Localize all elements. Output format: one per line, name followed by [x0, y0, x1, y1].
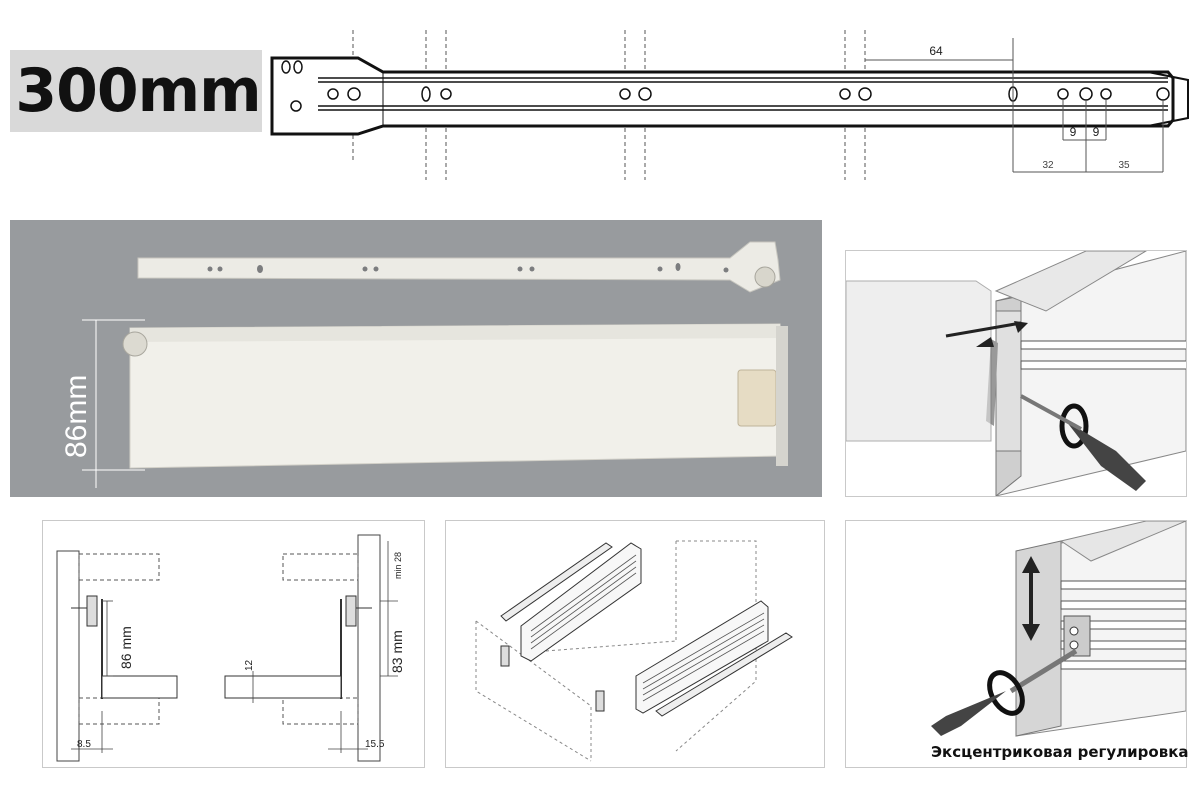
height-adjust-illustration: [931, 520, 1187, 737]
length-title: 300mm: [15, 56, 261, 126]
dim-8-5: 8.5: [77, 739, 91, 750]
runner-technical-drawing: 64 9 9 32 35: [270, 30, 1189, 180]
title-background: [10, 50, 262, 132]
side-adjust-panel: [845, 250, 1192, 498]
height-label: 86mm: [60, 375, 93, 458]
runner-photo: [137, 241, 781, 293]
dim-min-28: min 28: [393, 552, 403, 579]
assembly-panel: [445, 520, 825, 768]
dim-35: 35: [1118, 160, 1130, 171]
dim-15-5: 15.5: [365, 739, 385, 750]
section-drawing-panel: 86 mm 83 mm min 28 12 8.5 15.5: [42, 520, 425, 768]
dim-83mm: 83 mm: [389, 630, 405, 673]
dim-9-right: 9: [1093, 125, 1100, 139]
front-bracket-photo: [737, 369, 777, 427]
exploded-assembly-drawing: [475, 540, 793, 762]
dim-64: 64: [929, 44, 943, 58]
dim-86mm: 86 mm: [118, 626, 134, 669]
dim-32: 32: [1042, 160, 1054, 171]
drawer-side-photo: [129, 323, 786, 469]
height-adjust-panel: Эксцентриковая регулировка: [845, 520, 1189, 768]
dim-12: 12: [244, 659, 255, 671]
side-adjust-illustration: [845, 250, 1192, 498]
eccentric-adjust-caption: Эксцентриковая регулировка: [931, 743, 1189, 761]
product-photo: 86mm: [10, 220, 822, 497]
dim-9-left: 9: [1070, 125, 1077, 139]
runner-outline: [270, 56, 1175, 136]
cross-section-drawing: 86 mm 83 mm min 28 12 8.5 15.5: [56, 534, 405, 762]
